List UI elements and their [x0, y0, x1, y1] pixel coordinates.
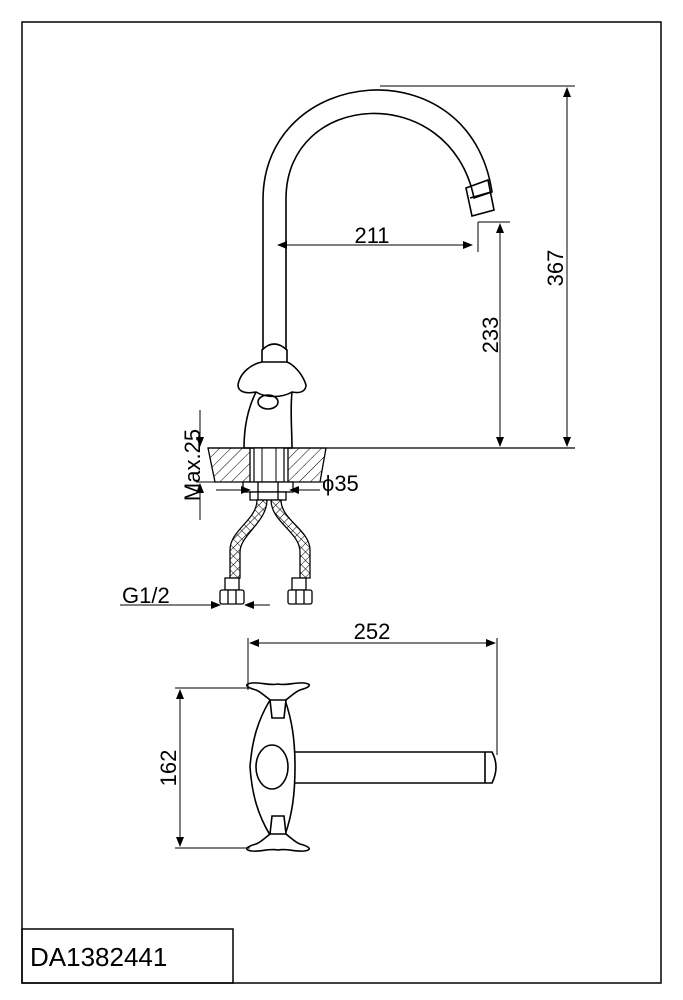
braided-hoses: [229, 499, 311, 579]
top-view-spout: [265, 751, 497, 784]
dimension-lines: [120, 85, 575, 849]
drawing-frame: [21, 21, 662, 984]
dim-spout-reach: 211: [354, 223, 389, 248]
spout-body: [262, 89, 493, 350]
dim-hole-diameter: ϕ35: [322, 471, 359, 496]
spout-aerator: [465, 178, 495, 217]
dim-spout-outlet-height: 233: [478, 317, 503, 354]
faucet-side-view: [237, 89, 495, 449]
mounting-nut: [242, 481, 294, 501]
faucet-top-view: [246, 682, 497, 852]
spout-collar: [261, 343, 288, 362]
hose-connectors: [219, 577, 313, 605]
dim-max-deck-thickness: Max.25: [180, 429, 205, 501]
dim-overall-width: 252: [354, 619, 391, 644]
top-view-handle-lower: [246, 828, 310, 852]
top-view-handle-upper: [246, 682, 310, 706]
faucet-body: [243, 391, 293, 449]
dim-handle-span: 162: [156, 750, 181, 787]
side-handle: [237, 361, 307, 398]
dim-thread-size: G1/2: [122, 583, 170, 608]
deck-section: [196, 447, 575, 483]
dim-total-height: 367: [543, 250, 568, 287]
model-number: DA1382441: [30, 942, 167, 972]
